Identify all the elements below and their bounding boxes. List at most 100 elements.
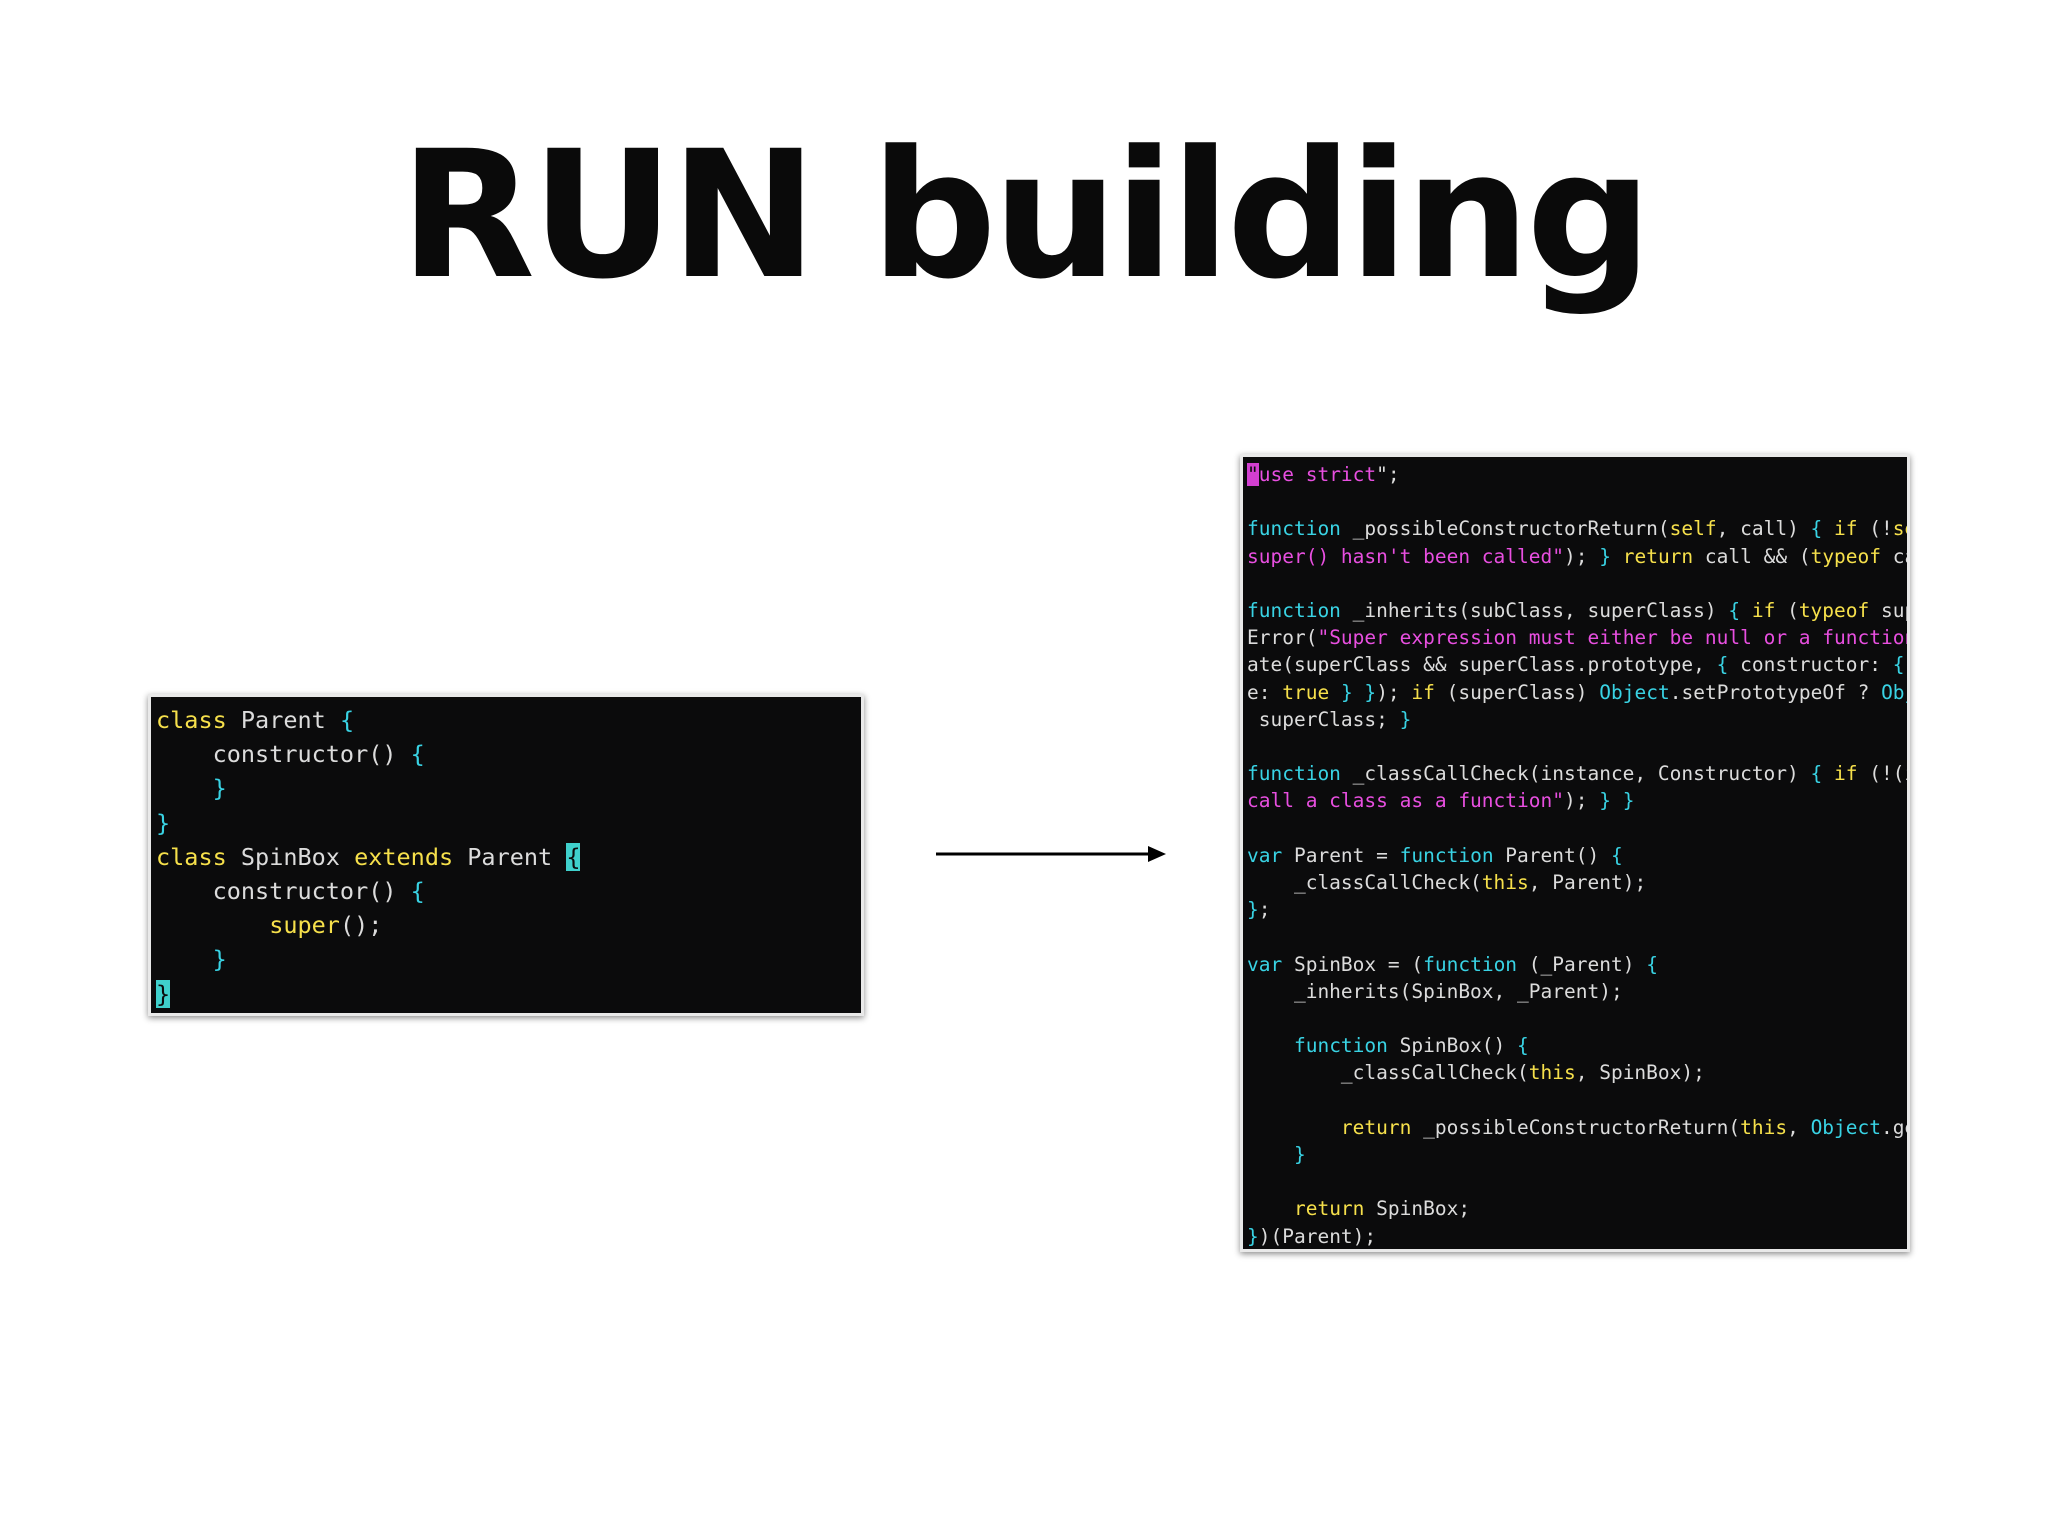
- code-token: }: [1247, 1224, 1259, 1248]
- code-line: class SpinBox extends Parent {: [156, 840, 861, 874]
- code-token: this: [1481, 871, 1529, 895]
- code-token: }: [1599, 544, 1611, 568]
- code-token: typeof: [1798, 599, 1870, 623]
- code-line: constructor() {: [156, 874, 861, 908]
- code-token: {: [1716, 653, 1729, 677]
- code-token: {: [1892, 653, 1905, 677]
- code-line: };: [1247, 896, 1907, 923]
- code-token: var: [1247, 843, 1283, 867]
- code-token: _inherits(SpinBox, _Parent);: [1247, 979, 1623, 1003]
- code-token: {: [1517, 1034, 1529, 1058]
- code-token: Objec: [1881, 680, 1907, 704]
- code-token: ": [1247, 463, 1259, 486]
- code-line: function SpinBox() {: [1247, 1032, 1907, 1059]
- code-token: typeof: [1810, 544, 1882, 568]
- es6-code-block: class Parent { constructor() { }} class S…: [156, 703, 861, 1011]
- code-token: self: [1892, 517, 1907, 541]
- code-line: ​: [1247, 923, 1907, 950]
- code-token: (_Parent): [1517, 952, 1647, 976]
- code-line: ​: [1247, 733, 1907, 760]
- code-token: [1329, 681, 1341, 704]
- code-token: var: [1247, 952, 1283, 976]
- code-token: return: [1622, 544, 1694, 568]
- code-token: constructor(): [156, 877, 411, 906]
- code-token: }: [156, 945, 227, 974]
- code-token: this: [1740, 1115, 1788, 1139]
- code-token: }: [156, 808, 171, 837]
- code-line: }: [156, 806, 861, 840]
- code-token: constructor(): [156, 740, 411, 769]
- code-token: if: [1751, 599, 1776, 623]
- code-token: super: [1881, 599, 1907, 623]
- code-token: super: [269, 911, 340, 940]
- code-token: .getP: [1881, 1115, 1907, 1139]
- code-token: function: [1399, 843, 1494, 867]
- code-token: }: [1247, 1143, 1306, 1167]
- code-token: , call): [1716, 517, 1811, 541]
- code-token: va: [1904, 653, 1907, 676]
- code-line: function _possibleConstructorReturn( self…: [1247, 515, 1907, 542]
- code-token: _classCallCheck(instance, Constructor): [1340, 762, 1811, 786]
- code-line: return _possibleConstructorReturn(this, …: [1247, 1114, 1907, 1141]
- code-token: SpinBox = (: [1282, 952, 1424, 976]
- code-token: use strict: [1258, 463, 1377, 486]
- code-line: call a class as a function"); } }: [1247, 787, 1907, 814]
- code-token: (: [1775, 599, 1799, 623]
- code-line: super();: [156, 908, 861, 942]
- code-line: ​: [1247, 815, 1907, 842]
- code-token: {: [1728, 599, 1741, 623]
- code-line: }: [156, 942, 861, 976]
- code-line: _inherits(SpinBox, _Parent);: [1247, 978, 1907, 1005]
- code-token: SpinBox;: [1364, 1197, 1471, 1221]
- code-line: superClass; }: [1247, 706, 1907, 733]
- code-token: ";: [1376, 463, 1400, 486]
- code-token: {: [410, 877, 425, 906]
- code-token: function: [1423, 952, 1518, 976]
- code-token: } }: [1340, 680, 1377, 704]
- code-token: true: [1282, 680, 1330, 704]
- code-token: [1247, 1034, 1294, 1057]
- code-line: class Parent {: [156, 703, 861, 737]
- code-token: .setPrototypeOf ?: [1669, 680, 1882, 704]
- code-token: extends: [354, 842, 454, 871]
- code-line: Error("Super expression must either be n…: [1247, 624, 1907, 651]
- code-token: function: [1247, 762, 1341, 786]
- code-line: ​: [1247, 570, 1907, 597]
- code-token: function: [1247, 599, 1341, 623]
- code-line: }: [1247, 1141, 1907, 1168]
- code-token: [1611, 545, 1623, 568]
- code-token: , Parent);: [1528, 871, 1647, 895]
- code-token: (!: [1857, 517, 1893, 541]
- code-token: _possibleConstructorReturn(: [1340, 517, 1670, 541]
- code-token: _inherits(subClass, superClass): [1340, 599, 1729, 623]
- code-token: } }: [1599, 789, 1635, 813]
- code-line: ​: [1247, 488, 1907, 515]
- code-token: {: [1810, 762, 1823, 786]
- code-token: {: [410, 740, 425, 769]
- es6-source-code-screenshot: class Parent { constructor() { }} class S…: [148, 694, 864, 1016]
- code-token: }: [156, 774, 227, 803]
- code-token: , SpinBox);: [1575, 1061, 1705, 1085]
- code-token: [1740, 599, 1752, 622]
- code-token: SpinBox(): [1387, 1034, 1518, 1058]
- code-line: var SpinBox = (function (_Parent) {: [1247, 951, 1907, 978]
- code-line: })(Parent);: [1247, 1223, 1907, 1249]
- code-token: function: [1247, 517, 1341, 541]
- code-token: }: [156, 979, 171, 1008]
- code-line: _classCallCheck(this, Parent);: [1247, 869, 1907, 896]
- code-token: );: [1376, 680, 1412, 704]
- code-token: class: [156, 842, 227, 871]
- code-token: {: [1810, 517, 1823, 541]
- code-token: )(Parent);: [1258, 1224, 1377, 1248]
- code-token: Parent: [226, 706, 340, 734]
- code-line: }: [156, 771, 861, 805]
- code-token: }: [1399, 707, 1412, 731]
- code-line: }: [156, 977, 861, 1011]
- code-token: _classCallCheck(: [1247, 871, 1482, 895]
- code-line: e: true } }); if (superClass) Object.set…: [1247, 679, 1907, 706]
- code-token: return: [1340, 1115, 1412, 1139]
- code-token: (!(ins: [1869, 762, 1907, 786]
- code-line: function _classCallCheck(instance, Const…: [1247, 760, 1907, 787]
- code-token: [1247, 1197, 1294, 1220]
